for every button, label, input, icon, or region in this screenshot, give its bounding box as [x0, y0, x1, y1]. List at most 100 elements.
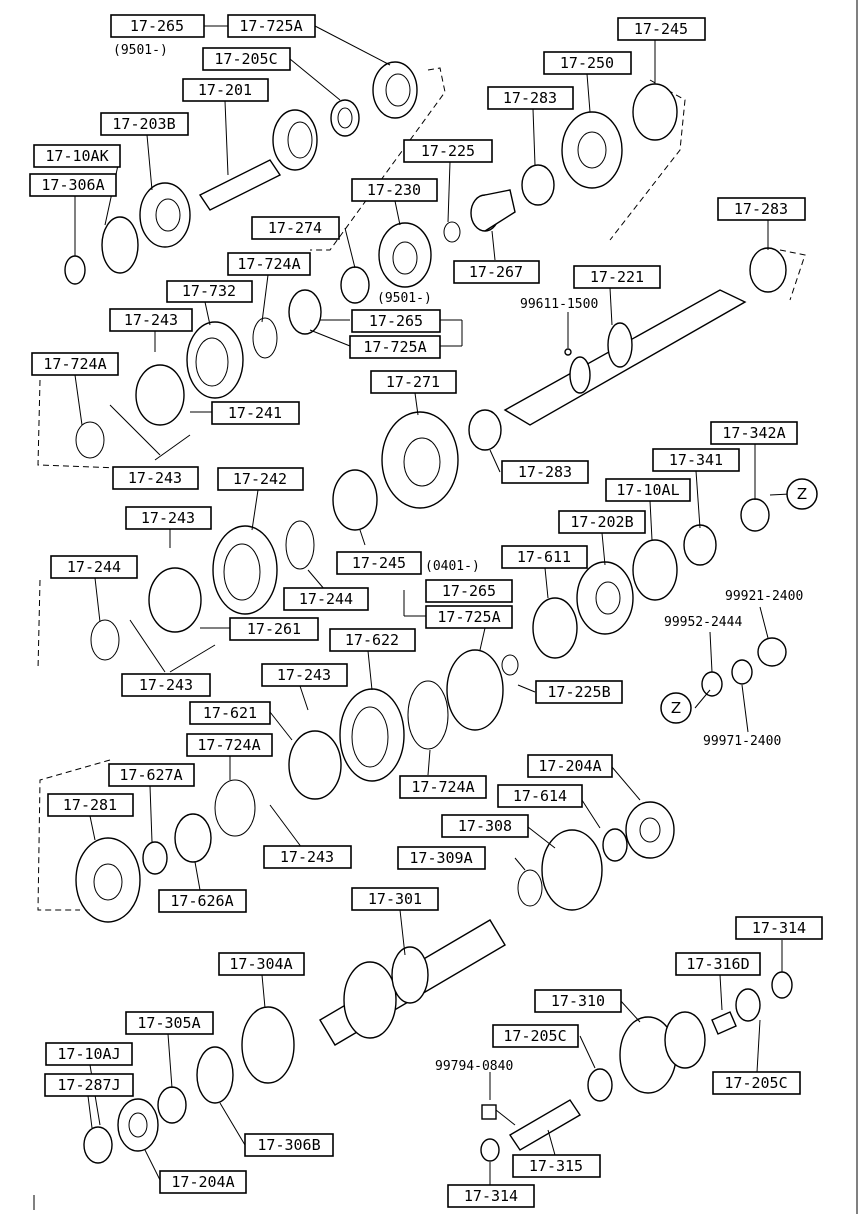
label-17-725a-mid: 17-725A — [349, 335, 441, 359]
synchro-sleeve-732 — [186, 321, 244, 399]
label-17-244-b: 17-244 — [283, 587, 369, 611]
reverse-idler-gear-310 — [619, 1011, 706, 1094]
label-17-265-low: 17-265 — [425, 579, 513, 603]
svg-text:17-283: 17-283 — [734, 200, 788, 218]
synchro-sleeve-242 — [212, 525, 278, 615]
svg-text:17-626A: 17-626A — [170, 892, 233, 910]
gear-341 — [683, 524, 717, 566]
svg-text:17-724A: 17-724A — [43, 355, 106, 373]
label-17-310: 17-310 — [534, 989, 622, 1013]
synchro-ring-725a-mid — [288, 289, 322, 335]
svg-text:Z: Z — [671, 699, 681, 717]
label-17-241: 17-241 — [211, 401, 300, 425]
snap-ring-309a — [517, 869, 543, 907]
svg-text:17-205C: 17-205C — [503, 1027, 566, 1045]
label-17-243-f: 17-243 — [263, 845, 352, 869]
svg-text:17-614: 17-614 — [513, 787, 567, 805]
part-99921-2400: 99921-2400 — [725, 589, 803, 604]
note-0401: (0401-) — [425, 559, 480, 574]
svg-text:17-243: 17-243 — [139, 676, 193, 694]
svg-text:17-314: 17-314 — [752, 919, 806, 937]
washer-99971 — [731, 659, 753, 685]
gear-611 — [532, 597, 578, 659]
label-17-306a: 17-306A — [29, 173, 117, 197]
svg-text:17-204A: 17-204A — [171, 1173, 234, 1191]
label-17-204a-b: 17-204A — [159, 1170, 247, 1194]
bearing-203b — [139, 182, 191, 248]
part-99611-1500: 99611-1500 — [520, 297, 598, 312]
synchro-hub-621 — [288, 730, 342, 800]
label-17-304a: 17-304A — [218, 952, 305, 976]
bolt-99794 — [481, 1104, 516, 1126]
svg-text:17-244: 17-244 — [67, 558, 121, 576]
label-17-283-a: 17-283 — [487, 86, 574, 110]
label-17-724a-a: 17-724A — [227, 252, 311, 276]
svg-text:17-306A: 17-306A — [41, 176, 104, 194]
svg-text:17-242: 17-242 — [233, 470, 287, 488]
svg-text:17-308: 17-308 — [458, 817, 512, 835]
svg-text:17-724A: 17-724A — [197, 736, 260, 754]
washer-99952 — [701, 671, 723, 697]
synchro-ring-top — [372, 61, 418, 119]
spring-724a-d — [214, 779, 256, 837]
label-17-205c-b: 17-205C — [492, 1024, 579, 1048]
svg-text:17-309A: 17-309A — [409, 849, 472, 867]
svg-text:17-315: 17-315 — [529, 1157, 583, 1175]
spring-724a-a — [252, 317, 278, 359]
spring-724a-c — [407, 680, 449, 750]
svg-text:17-271: 17-271 — [386, 373, 440, 391]
label-17-230: 17-230 — [351, 178, 438, 202]
input-shaft — [198, 109, 318, 211]
svg-text:17-201: 17-201 — [198, 81, 252, 99]
label-17-10aj: 17-10AJ — [45, 1042, 133, 1066]
svg-text:17-274: 17-274 — [268, 219, 322, 237]
snap-ring-306a — [64, 255, 86, 285]
note-9501-top: (9501-) — [113, 43, 168, 58]
svg-text:17-225: 17-225 — [421, 142, 475, 160]
label-17-203b: 17-203B — [100, 112, 189, 136]
label-17-305a: 17-305A — [125, 1011, 214, 1035]
label-17-221: 17-221 — [573, 265, 661, 289]
synchro-ring-245-top — [632, 83, 678, 141]
label-17-225b: 17-225B — [535, 680, 623, 704]
svg-text:17-301: 17-301 — [368, 890, 422, 908]
svg-text:17-265: 17-265 — [369, 312, 423, 330]
label-17-725a-top: 17-725A — [227, 14, 316, 38]
svg-text:17-725A: 17-725A — [437, 608, 500, 626]
svg-text:17-724A: 17-724A — [411, 778, 474, 796]
svg-text:17-304A: 17-304A — [229, 955, 292, 973]
bearing-204a-low — [117, 1098, 159, 1152]
label-17-627a: 17-627A — [108, 763, 195, 787]
needle-bearing-205c-right — [735, 988, 761, 1022]
svg-text:17-204A: 17-204A — [538, 757, 601, 775]
ball-99611 — [564, 348, 572, 356]
spring-244-a — [90, 619, 120, 661]
svg-text:17-283: 17-283 — [518, 463, 572, 481]
idler-shaft-315 — [509, 1099, 581, 1151]
label-17-265-top: 17-265 — [110, 14, 205, 38]
label-17-308: 17-308 — [441, 814, 529, 838]
svg-text:17-230: 17-230 — [367, 181, 421, 199]
retainer-626a — [174, 813, 212, 863]
bearing-202b — [576, 561, 634, 635]
label-17-265-mid: 17-265 — [351, 309, 441, 333]
needle-bearing-205c-low — [587, 1068, 613, 1102]
bearing-204a — [625, 801, 675, 859]
svg-text:17-243: 17-243 — [277, 666, 331, 684]
svg-text:17-725A: 17-725A — [363, 338, 426, 356]
washer-314-low — [480, 1138, 500, 1162]
needle-bearing-283-mid — [468, 409, 502, 451]
label-17-611: 17-611 — [501, 545, 588, 569]
label-17-287j: 17-287J — [44, 1073, 134, 1097]
label-17-309a: 17-309A — [397, 846, 486, 870]
svg-text:17-622: 17-622 — [345, 631, 399, 649]
label-17-306b: 17-306B — [244, 1133, 334, 1157]
nut-99921 — [757, 637, 787, 667]
svg-text:17-205C: 17-205C — [724, 1074, 787, 1092]
shim-10ak — [101, 216, 139, 274]
snap-ring-306b — [196, 1046, 234, 1104]
svg-text:17-245: 17-245 — [352, 554, 406, 572]
z-marker-top: Z — [786, 478, 818, 510]
gear-250 — [561, 111, 623, 189]
label-17-243-c: 17-243 — [125, 506, 212, 530]
